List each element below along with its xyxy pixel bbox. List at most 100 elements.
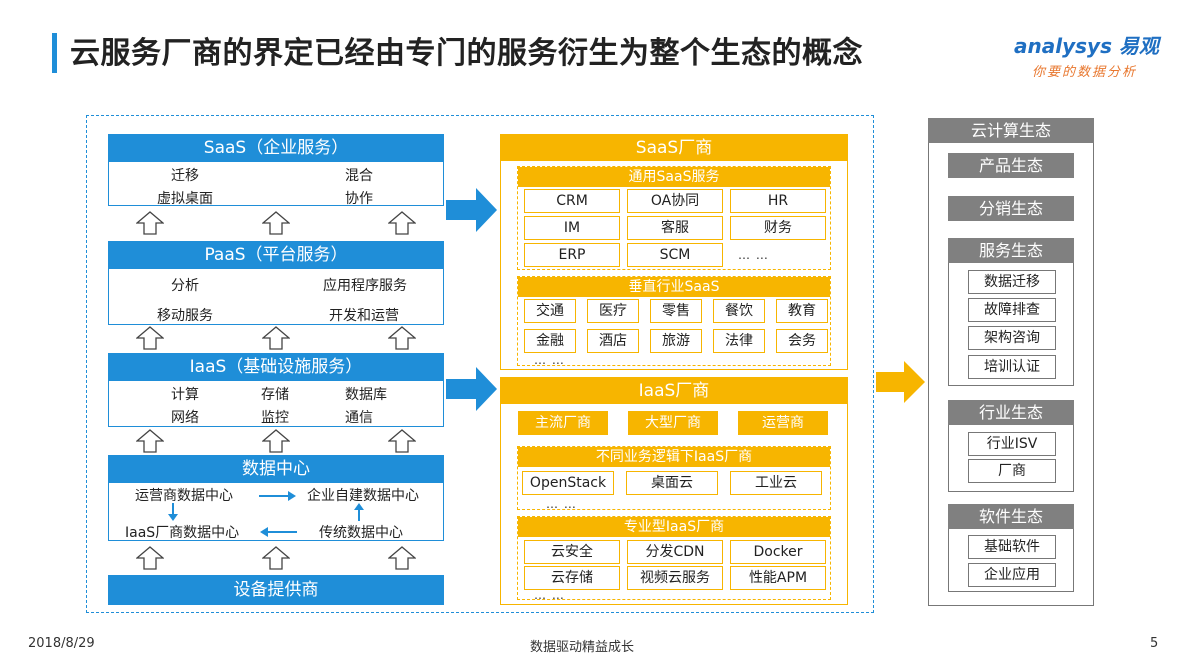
up-arrow-icon (136, 546, 164, 570)
saas-item: 迁移 (171, 168, 199, 184)
iaas-item: 监控 (261, 410, 289, 426)
special-iaas-item: 分发CDN (627, 540, 723, 564)
vertical-saas-item: 餐饮 (713, 299, 765, 323)
special-iaas-item: 视频云服务 (627, 566, 723, 590)
software-ecosystem-title: 软件生态 (948, 504, 1074, 529)
vertical-saas-group: 垂直行业SaaS (517, 276, 831, 366)
more-items: … … (534, 588, 565, 602)
paas-item: 分析 (171, 278, 199, 294)
saas-item: 虚拟桌面 (157, 191, 213, 207)
left-dashed-frame (86, 115, 874, 613)
logic-iaas-group: 不同业务逻辑下IaaS厂商 (517, 446, 831, 510)
general-saas-item: CRM (524, 189, 620, 213)
page-number: 5 (1150, 636, 1159, 651)
vertical-saas-item: 教育 (776, 299, 828, 323)
software-ecosystem-item: 企业应用 (968, 563, 1056, 587)
ecosystem-title: 云计算生态 (928, 118, 1094, 143)
more-items: … … (546, 497, 577, 511)
arrow-up-icon (354, 503, 364, 521)
special-iaas-title: 专业型IaaS厂商 (518, 517, 830, 537)
up-arrow-icon (262, 429, 290, 453)
vertical-saas-item: 零售 (650, 299, 702, 323)
special-iaas-item: 云存储 (524, 566, 620, 590)
vertical-saas-item: 酒店 (587, 329, 639, 353)
iaas-item: 网络 (171, 410, 199, 426)
iaas-title: IaaS（基础设施服务） (109, 354, 443, 381)
datacenter-item: 传统数据中心 (319, 525, 403, 541)
arrow-right-icon (446, 367, 497, 411)
up-arrow-icon (262, 546, 290, 570)
paas-item: 应用程序服务 (323, 278, 407, 294)
software-ecosystem-item: 基础软件 (968, 535, 1056, 559)
general-saas-item: IM (524, 216, 620, 240)
general-saas-item: 客服 (627, 216, 723, 240)
up-arrow-icon (136, 211, 164, 235)
datacenter-title: 数据中心 (109, 456, 443, 483)
up-arrow-icon (388, 429, 416, 453)
page-title: 云服务厂商的界定已经由专门的服务衍生为整个生态的概念 (70, 36, 863, 71)
logo-sub: 你要的数据分析 (1032, 65, 1138, 80)
saas-item: 混合 (345, 168, 373, 184)
iaas-tag: 大型厂商 (628, 411, 718, 435)
vertical-saas-item: 法律 (713, 329, 765, 353)
arrow-right-icon (259, 491, 296, 501)
industry-ecosystem-item: 行业ISV (968, 432, 1056, 456)
paas-title: PaaS（平台服务） (109, 242, 443, 269)
datacenter-block: 数据中心 运营商数据中心 企业自建数据中心 IaaS厂商数据中心 传统数据中心 (108, 455, 444, 541)
up-arrow-icon (388, 546, 416, 570)
iaas-vendor-title: IaaS厂商 (501, 378, 847, 404)
saas-vendor-title: SaaS厂商 (501, 135, 847, 161)
service-ecosystem-item: 数据迁移 (968, 270, 1056, 294)
logo-main: analysys 易观 (1014, 34, 1159, 58)
up-arrow-icon (262, 326, 290, 350)
iaas-item: 通信 (345, 410, 373, 426)
logic-iaas-item: 工业云 (730, 471, 822, 495)
logic-iaas-item: OpenStack (522, 471, 614, 495)
general-saas-title: 通用SaaS服务 (518, 167, 830, 187)
arrow-right-icon (446, 188, 497, 232)
industry-ecosystem-item: 厂商 (968, 459, 1056, 483)
vertical-saas-item: 交通 (524, 299, 576, 323)
special-iaas-item: 性能APM (730, 566, 826, 590)
up-arrow-icon (136, 326, 164, 350)
supplier-block: 设备提供商 (108, 575, 444, 605)
logic-iaas-title: 不同业务逻辑下IaaS厂商 (518, 447, 830, 467)
title-accent-bar (52, 33, 57, 73)
footer-date: 2018/8/29 (28, 636, 95, 651)
general-saas-item: HR (730, 189, 826, 213)
datacenter-item: 运营商数据中心 (135, 488, 233, 504)
up-arrow-icon (136, 429, 164, 453)
footer-slogan: 数据驱动精益成长 (530, 640, 635, 655)
paas-item: 移动服务 (157, 308, 213, 324)
general-saas-item: SCM (627, 243, 723, 267)
vertical-saas-item: 旅游 (650, 329, 702, 353)
saas-block: SaaS（企业服务） 迁移 混合 虚拟桌面 协作 (108, 134, 444, 207)
iaas-tag: 主流厂商 (518, 411, 608, 435)
saas-item: 协作 (345, 191, 373, 207)
arrow-down-icon (168, 503, 178, 521)
datacenter-item: 企业自建数据中心 (307, 488, 419, 504)
iaas-tag: 运营商 (738, 411, 828, 435)
distribution-ecosystem: 分销生态 (948, 196, 1074, 221)
up-arrow-icon (388, 211, 416, 235)
arrow-right-icon (876, 361, 925, 403)
industry-ecosystem-title: 行业生态 (948, 400, 1074, 425)
service-ecosystem-title: 服务生态 (948, 238, 1074, 263)
paas-item: 开发和运营 (329, 308, 399, 324)
service-ecosystem-item: 架构咨询 (968, 326, 1056, 350)
up-arrow-icon (262, 211, 290, 235)
general-saas-item: 财务 (730, 216, 826, 240)
datacenter-item: IaaS厂商数据中心 (125, 525, 240, 541)
more-items: … … (534, 353, 565, 367)
arrow-left-icon (260, 527, 297, 537)
product-ecosystem: 产品生态 (948, 153, 1074, 178)
paas-block: PaaS（平台服务） 分析 应用程序服务 移动服务 开发和运营 (108, 241, 444, 325)
logo: analysys 易观 你要的数据分析 (1014, 30, 1159, 80)
special-iaas-item: Docker (730, 540, 826, 564)
logic-iaas-item: 桌面云 (626, 471, 718, 495)
vertical-saas-item: 会务 (776, 329, 828, 353)
iaas-item: 计算 (171, 387, 199, 403)
more-items: … … (738, 248, 769, 262)
iaas-block: IaaS（基础设施服务） 计算 存储 数据库 网络 监控 通信 (108, 353, 444, 427)
general-saas-group: 通用SaaS服务 (517, 166, 831, 270)
